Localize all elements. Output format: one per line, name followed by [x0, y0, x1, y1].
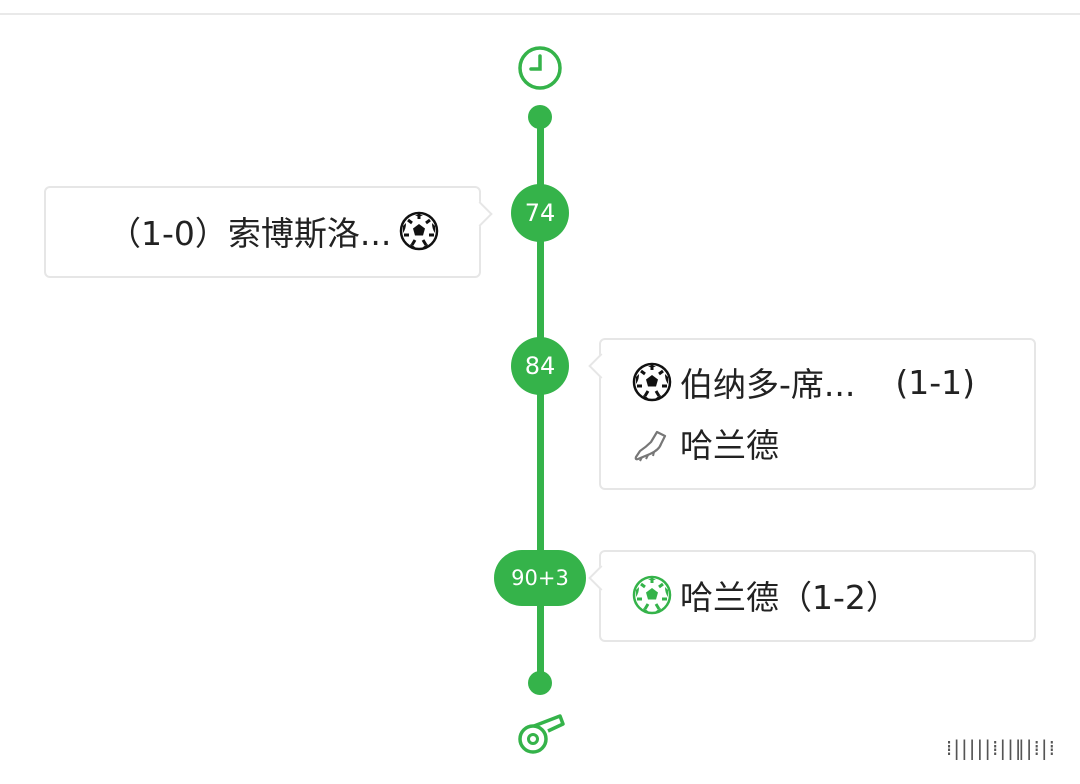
minute-badge-90-3: 90+3: [494, 550, 586, 606]
event-goal-row: （1-0） 索博斯洛...: [108, 209, 439, 253]
event-card-right-90-3[interactable]: [599, 550, 1036, 642]
event-assist-row: 哈兰德: [632, 421, 779, 465]
event-score: (1-1): [895, 362, 976, 402]
clock-icon: [517, 45, 563, 91]
timeline-start-dot: [528, 105, 552, 129]
soccer-ball-icon: [399, 211, 439, 251]
soccer-ball-green-icon: [632, 575, 672, 615]
soccer-ball-icon: [632, 362, 672, 402]
event-card-right-84[interactable]: [599, 338, 1036, 490]
top-divider: [0, 13, 1080, 15]
minute-badge-74: 74: [511, 184, 569, 242]
event-score: （1-0）: [108, 214, 228, 253]
minute-badge-84: 84: [511, 337, 569, 395]
boot-icon: [632, 423, 672, 463]
watermark-text: ⁞|||||⁞||‖|⁞|⁞: [945, 736, 1056, 760]
timeline-line: [537, 116, 544, 684]
timeline-end-dot: [528, 671, 552, 695]
event-player-name: 索博斯洛...: [227, 214, 392, 253]
whistle-icon: [514, 708, 566, 756]
event-text: 哈兰德（1-2）: [680, 578, 899, 617]
event-goal-row: 伯纳多-席... (1-1): [632, 360, 975, 404]
assist-player-name: 哈兰德: [680, 426, 779, 465]
event-goal-row: 哈兰德（1-2）: [632, 573, 899, 617]
event-player-name: 伯纳多-席...: [680, 365, 856, 404]
